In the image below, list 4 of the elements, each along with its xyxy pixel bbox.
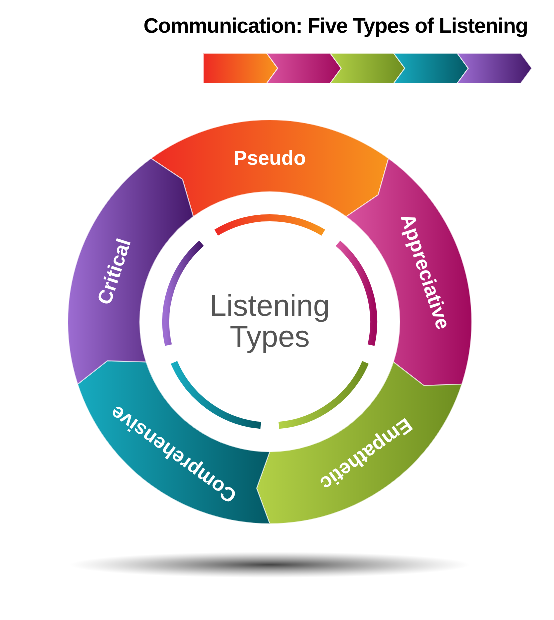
- center-label: Listening Types: [208, 290, 332, 354]
- segment-label: Pseudo: [234, 148, 306, 170]
- title: Communication: Five Types of Listening: [144, 16, 528, 37]
- segment-label: Critical: [94, 236, 136, 308]
